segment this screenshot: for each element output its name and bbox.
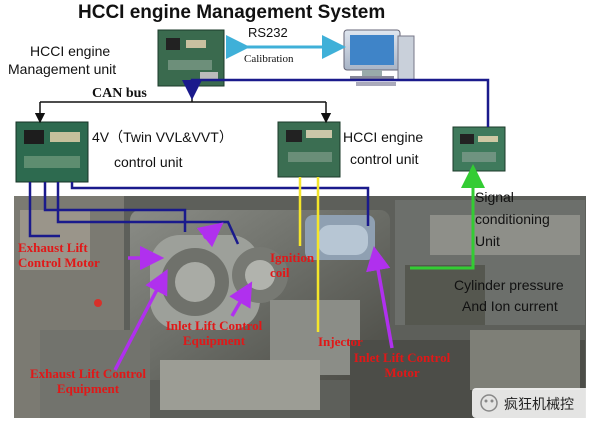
management-unit-label-line2: Management unit: [8, 61, 117, 77]
pointer-arrows: [113, 222, 394, 371]
hcci-to-actuator-lines: [298, 177, 320, 332]
can-bus-label: CAN bus: [92, 86, 147, 101]
signal-unit-label-line3: Unit: [475, 233, 500, 249]
hcci-control-label-line2: control unit: [350, 151, 419, 167]
vvl-to-motor-lines: [28, 182, 370, 245]
ignition-coil-label: Ignition coil: [270, 250, 315, 280]
management-unit-label-line1: HCCI engine: [30, 43, 111, 59]
signal-unit-label-line2: conditioning: [475, 211, 550, 227]
signal-conditioning-board: [452, 126, 506, 172]
injector-label: Injector: [318, 334, 363, 349]
signal-to-management-line: [182, 78, 490, 127]
watermark-text: 疯狂机械控: [504, 397, 574, 413]
management-unit-board: [157, 29, 225, 87]
cylinder-signal-line: [410, 164, 485, 270]
cylinder-pressure-label-line1: Cylinder pressure: [454, 277, 564, 293]
exhaust-lift-motor-label: Exhaust Lift Control Motor: [18, 240, 100, 270]
vvl-unit-label-line2: control unit: [114, 154, 183, 170]
pc-computer-icon: [343, 29, 415, 86]
rs232-label: RS232: [248, 25, 288, 40]
watermark-badge: [472, 388, 592, 418]
hcci-control-label-line1: HCCI engine: [343, 129, 424, 145]
exhaust-lift-equipment-label: Exhaust Lift Control Equipment: [29, 366, 147, 396]
diagram-title: HCCI engine Management System: [78, 2, 386, 23]
inlet-lift-motor-label: Inlet Lift Control Motor: [353, 350, 451, 380]
inlet-lift-equipment-label: Inlet Lift Control Equipment: [165, 318, 263, 348]
cylinder-pressure-label-line2: And Ion current: [462, 298, 558, 314]
signal-unit-label-line1: Signal: [475, 189, 514, 205]
hcci-control-unit-board: [277, 121, 341, 178]
vvl-unit-label-line1: 4V（Twin VVL&VVT）: [92, 129, 233, 145]
can-bus-lines: [34, 86, 332, 124]
vvl-control-unit-board: [15, 121, 89, 183]
calibration-label: Calibration: [244, 53, 294, 65]
